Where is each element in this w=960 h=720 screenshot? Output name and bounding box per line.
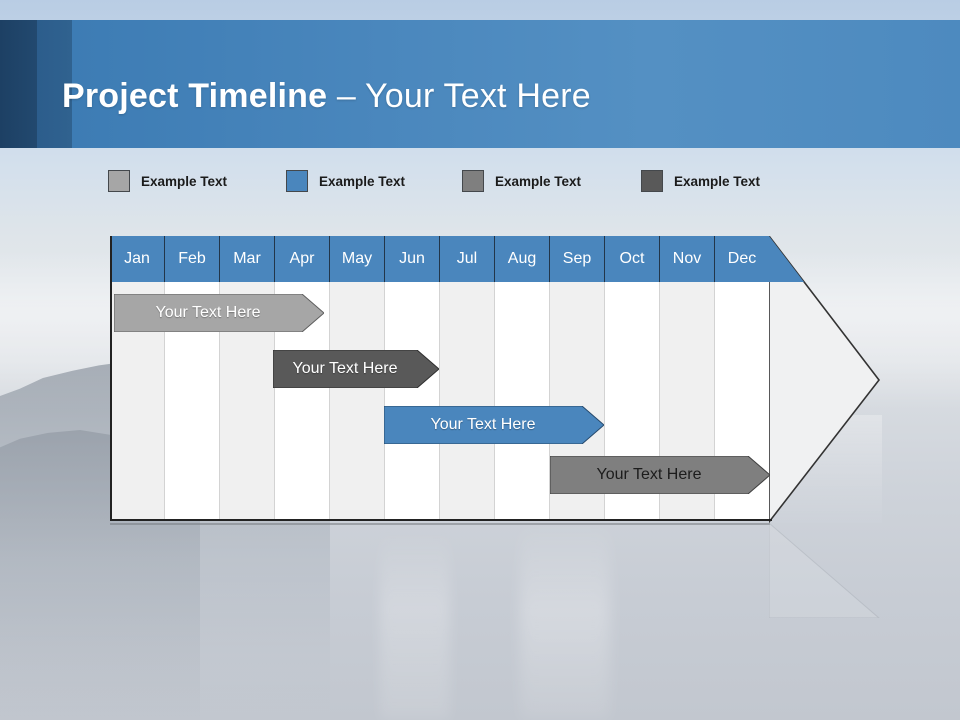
month-header-mar[interactable]: Mar [220,236,275,282]
month-header-nov[interactable]: Nov [660,236,715,282]
legend-swatch-light-gray-icon [108,170,130,192]
column-separator [604,282,605,521]
chart-left-border [110,236,112,521]
column-separator [164,282,165,521]
chart-reflection-edge [110,523,770,525]
month-header-may[interactable]: May [330,236,385,282]
month-header-apr[interactable]: Apr [275,236,330,282]
task-bar-4-label: Your Text Here [596,466,702,483]
task-bar-1-label: Your Text Here [155,304,261,321]
month-header-dec[interactable]: Dec [715,236,770,282]
page-title-bold: Project Timeline [62,77,328,115]
month-column-mar[interactable]: Mar [220,236,275,521]
column-separator [439,282,440,521]
legend-item-3[interactable]: Example Text [462,167,581,195]
legend-swatch-dark-gray-icon [641,170,663,192]
column-separator [549,282,550,521]
month-column-jul[interactable]: Jul [440,236,495,521]
task-bar-4-shape [550,456,770,494]
legend-swatch-medium-gray-icon [462,170,484,192]
title-banner: Project Timeline – Your Text Here [0,20,960,148]
column-separator [714,282,715,521]
timeline-arrow-head [769,236,881,523]
month-header-feb[interactable]: Feb [165,236,220,282]
column-separator [329,282,330,521]
task-bar-1-shape [114,294,324,332]
legend: Example Text Example Text Example Text E… [108,167,828,195]
banner-accent-mid-strip [37,20,72,148]
month-column-jan[interactable]: Jan [110,236,165,521]
page-title: Project Timeline – Your Text Here [62,77,591,116]
page-title-light: – Your Text Here [327,77,591,115]
task-bar-3-shape [384,406,604,444]
month-header-jun[interactable]: Jun [385,236,440,282]
month-header-jul[interactable]: Jul [440,236,495,282]
task-bar-2-shape [273,350,439,388]
legend-label-3: Example Text [495,173,582,189]
banner-accent-dark-strip [0,20,37,148]
column-separator [384,282,385,521]
column-separator [659,282,660,521]
column-separator [274,282,275,521]
month-header-oct[interactable]: Oct [605,236,660,282]
legend-item-1[interactable]: Example Text [108,167,227,195]
background-mist-streak-a [380,530,450,720]
task-bar-3-label: Your Text Here [430,416,536,433]
task-bar-1[interactable]: Your Text Here [114,294,324,332]
banner-body [72,20,960,148]
month-header-aug[interactable]: Aug [495,236,550,282]
legend-label-2: Example Text [319,173,406,189]
month-column-feb[interactable]: Feb [165,236,220,521]
task-bar-2[interactable]: Your Text Here [273,350,439,388]
month-header-jan[interactable]: Jan [110,236,165,282]
legend-label-1: Example Text [141,173,228,189]
column-separator [494,282,495,521]
legend-swatch-blue-icon [286,170,308,192]
background-mist-streak-b [520,520,610,720]
task-bar-2-label: Your Text Here [292,360,398,377]
column-separator [219,282,220,521]
legend-item-4[interactable]: Example Text [641,167,760,195]
task-bar-4[interactable]: Your Text Here [550,456,770,494]
legend-label-4: Example Text [674,173,761,189]
month-column-aug[interactable]: Aug [495,236,550,521]
legend-item-2[interactable]: Example Text [286,167,405,195]
timeline-chart: Jan Feb Mar Apr May Jun Jul Aug Sep Oc [110,236,772,521]
month-header-sep[interactable]: Sep [550,236,605,282]
task-bar-3[interactable]: Your Text Here [384,406,604,444]
chart-bottom-border [110,519,772,521]
arrow-head-reflection [769,523,880,618]
